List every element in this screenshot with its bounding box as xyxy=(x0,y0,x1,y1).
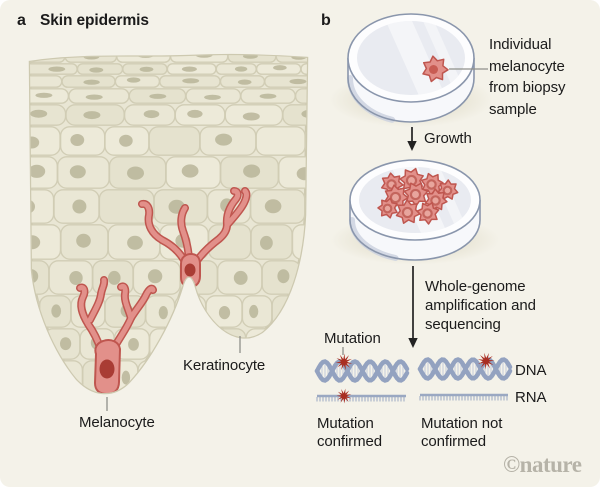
mutation-label: Mutation xyxy=(324,330,381,347)
petri-dish-single-cell xyxy=(329,13,493,128)
panel-b-letter: b xyxy=(321,12,331,29)
sequencing-arrow xyxy=(408,266,418,348)
result-confirmed-label: Mutation confirmed xyxy=(317,415,382,450)
dna-helix-mutation-confirmed xyxy=(314,353,410,383)
sequencing-label: Whole-genome amplification and sequencin… xyxy=(425,278,536,333)
growth-arrow xyxy=(407,127,417,151)
panel-a-title: Skin epidermis xyxy=(40,12,149,29)
result-not-confirmed-label: Mutation not confirmed xyxy=(421,415,503,450)
mutation-star-dna-left xyxy=(335,353,353,371)
keratinocyte-label: Keratinocyte xyxy=(183,357,266,374)
rna-strand-mutation-not-confirmed xyxy=(419,393,508,401)
growth-label: Growth xyxy=(424,130,472,147)
mutation-star-rna-left xyxy=(336,388,352,404)
dna-label: DNA xyxy=(515,362,547,379)
rna-strand-mutation-confirmed xyxy=(316,388,406,404)
rna-label: RNA xyxy=(515,389,547,406)
panel-a-letter: a xyxy=(17,12,26,29)
nature-watermark: ©nature xyxy=(503,452,582,477)
dna-helix-mutation-not-confirmed xyxy=(417,352,513,381)
petri-dish-colony xyxy=(330,159,500,265)
melanocyte-cell-lower xyxy=(76,276,157,394)
dish1-annotation: Individual melanocyte from biopsy sample xyxy=(489,36,566,118)
melanocyte-label: Melanocyte xyxy=(79,414,155,431)
skin-tissue-illustration xyxy=(28,53,309,395)
mutation-star-dna-right xyxy=(477,352,495,370)
